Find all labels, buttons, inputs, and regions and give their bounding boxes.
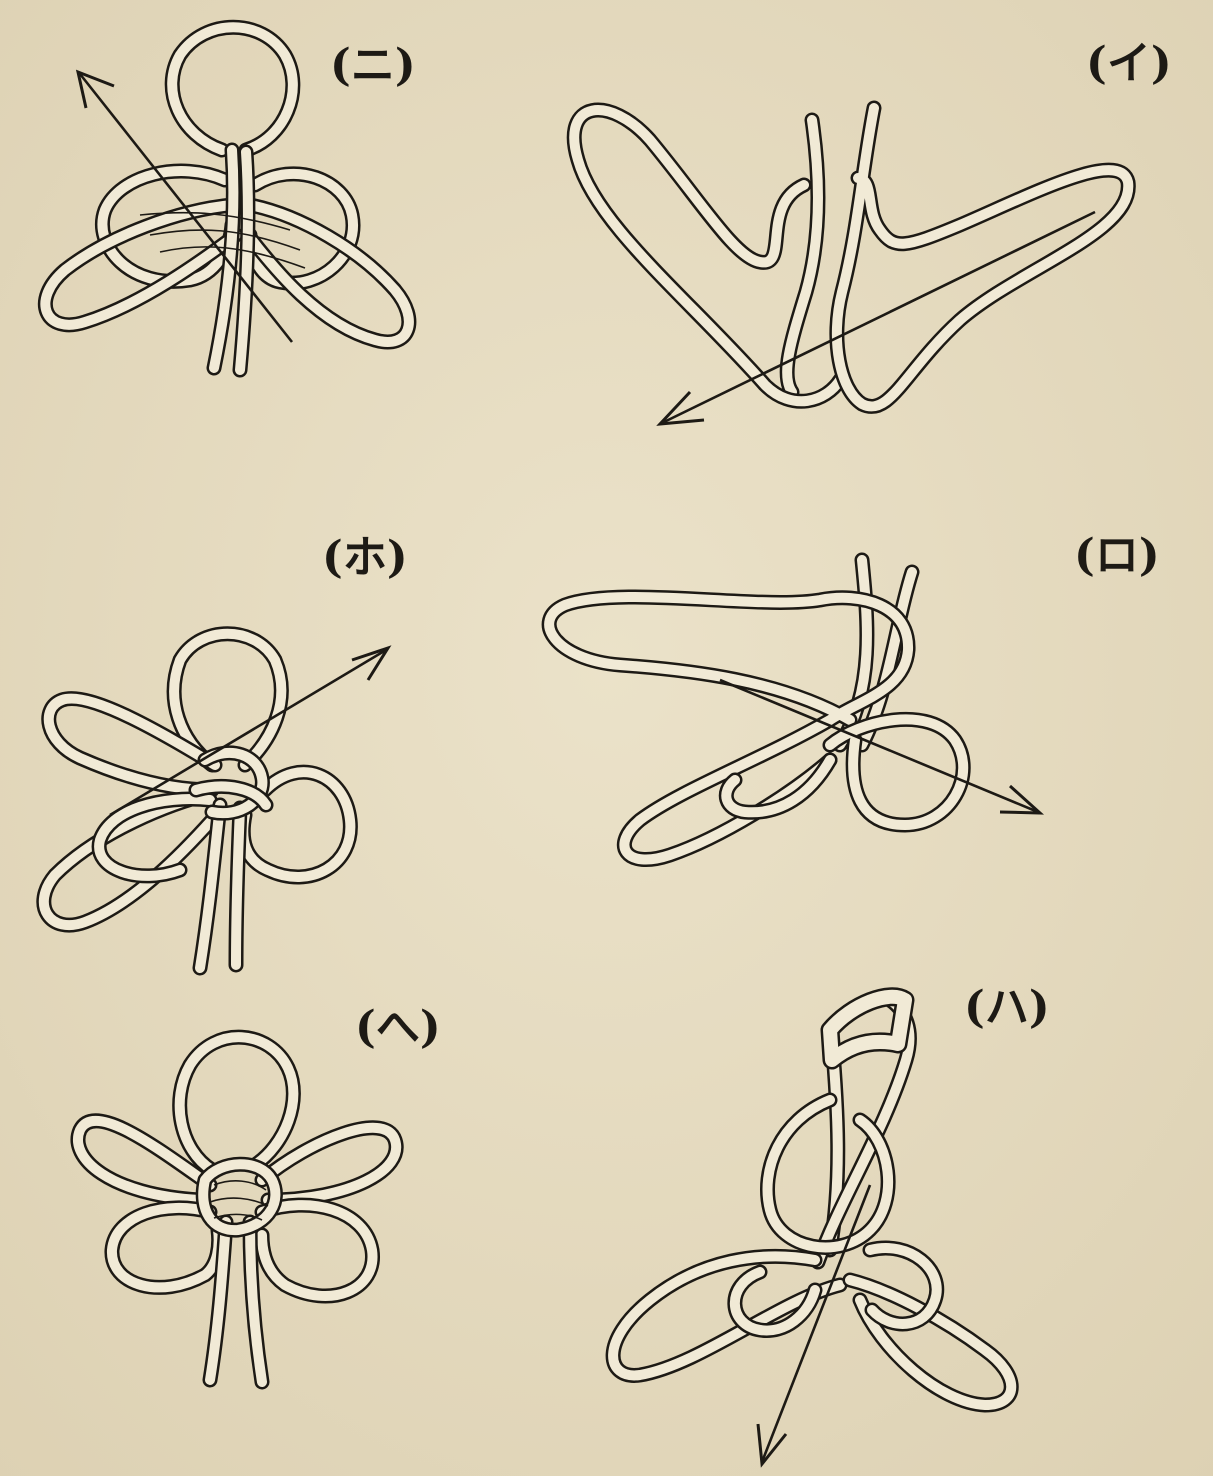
figure-ho-label: (ホ) — [322, 532, 408, 583]
figure-he-label: (へ) — [355, 1002, 441, 1053]
figure-ha-label: (ハ) — [964, 982, 1050, 1033]
figure-ni-label: (ニ) — [330, 40, 416, 91]
figure-i-label: (イ) — [1086, 38, 1172, 89]
figure-ro-label: (ロ) — [1074, 530, 1160, 581]
